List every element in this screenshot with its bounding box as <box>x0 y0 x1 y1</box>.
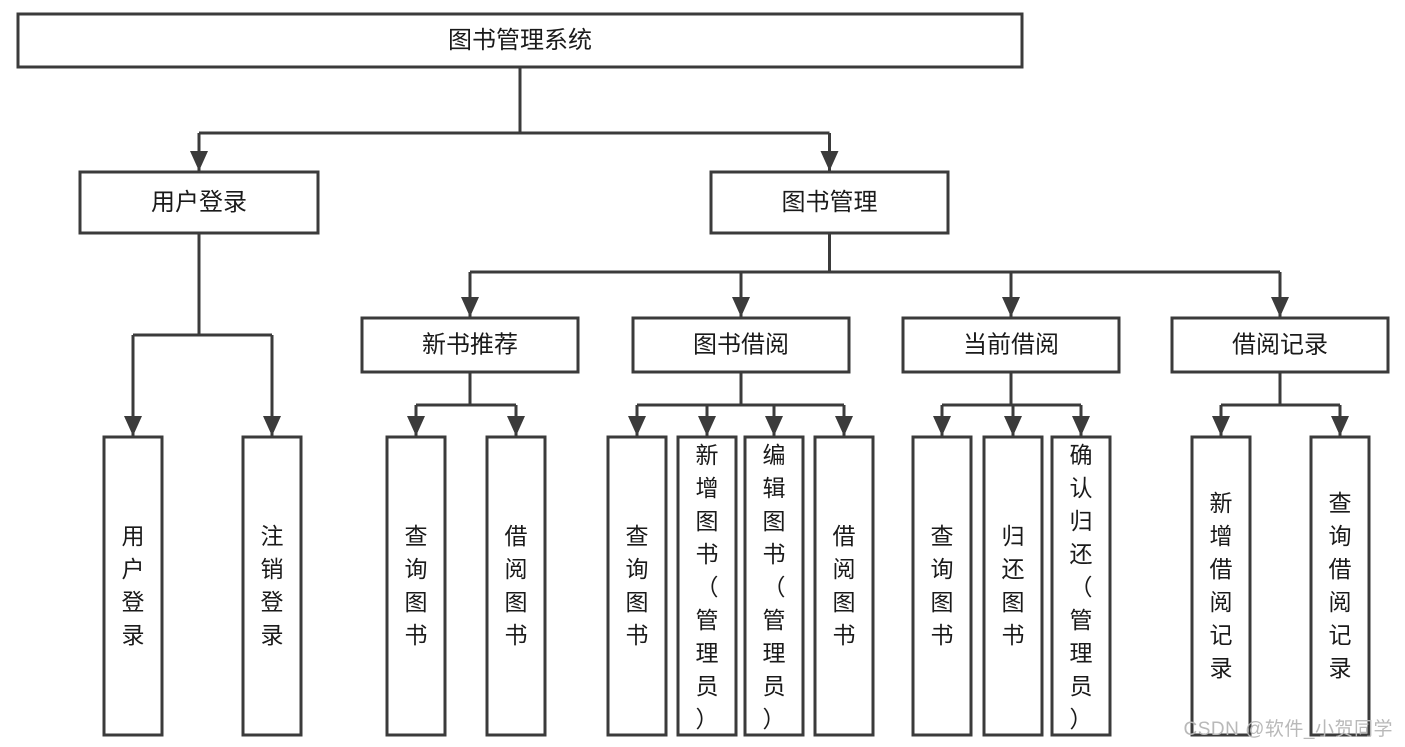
node-leaf-add-book-admin[interactable]: 新增图书（管理员） <box>676 435 738 737</box>
node-label: 查询借阅记录 <box>1329 490 1352 681</box>
node-box <box>1309 435 1371 737</box>
node-label: 借阅图书 <box>833 523 856 648</box>
node-box <box>982 435 1044 737</box>
node-box <box>1170 316 1390 374</box>
arrow-head-icon <box>124 416 142 436</box>
arrow-head-icon <box>407 416 425 436</box>
arrow-head-icon <box>732 297 750 317</box>
node-box <box>631 316 851 374</box>
node-leaf-confirm-return-admin[interactable]: 确认归还（管理员） <box>1050 435 1112 737</box>
node-label: 图书管理 <box>782 189 878 216</box>
node-label: 借阅图书 <box>505 523 528 648</box>
node-label: 图书借阅 <box>693 331 789 358</box>
node-leaf-return-book[interactable]: 归还图书 <box>982 435 1044 737</box>
node-label: 确认归还（管理员） <box>1070 442 1093 732</box>
node-leaf-query-book-borrow[interactable]: 查询图书 <box>606 435 668 737</box>
arrow-head-icon <box>507 416 525 436</box>
node-leaf-query-book-current[interactable]: 查询图书 <box>911 435 973 737</box>
node-box <box>1050 435 1112 737</box>
arrow-head-icon <box>835 416 853 436</box>
node-label: 编辑图书（管理员） <box>763 442 786 732</box>
node-layer: 图书管理系统用户登录图书管理新书推荐图书借阅当前借阅借阅记录用户登录注销登录查询… <box>16 12 1390 737</box>
node-label: 归还图书 <box>1002 523 1025 648</box>
node-box <box>606 435 668 737</box>
arrow-head-icon <box>820 151 839 171</box>
arrow-head-icon <box>1271 297 1289 317</box>
node-user-login[interactable]: 用户登录 <box>78 170 320 235</box>
arrow-head-icon <box>1004 416 1022 436</box>
arrow-head-icon <box>190 151 208 171</box>
node-box <box>743 435 805 737</box>
node-label: 新书推荐 <box>422 331 518 358</box>
node-box <box>676 435 738 737</box>
node-label: 用户登录 <box>151 189 247 216</box>
arrow-head-icon <box>628 416 646 436</box>
arrow-head-icon <box>1212 416 1230 436</box>
node-label: 图书管理系统 <box>448 27 592 54</box>
node-leaf-borrow-book[interactable]: 借阅图书 <box>813 435 875 737</box>
node-box <box>1190 435 1252 737</box>
node-leaf-user-login[interactable]: 用户登录 <box>102 435 164 737</box>
node-label: 新增图书（管理员） <box>696 442 719 732</box>
node-label: 新增借阅记录 <box>1210 490 1233 681</box>
node-box <box>241 435 303 737</box>
node-box <box>709 170 950 235</box>
node-root[interactable]: 图书管理系统 <box>16 12 1024 69</box>
arrow-head-icon <box>461 297 479 317</box>
node-current-borrow[interactable]: 当前借阅 <box>901 316 1121 374</box>
node-box <box>78 170 320 235</box>
arrow-head-icon <box>1002 297 1020 317</box>
node-book-management[interactable]: 图书管理 <box>709 170 950 235</box>
node-borrow-records[interactable]: 借阅记录 <box>1170 316 1390 374</box>
node-book-borrow[interactable]: 图书借阅 <box>631 316 851 374</box>
node-new-book-recommend[interactable]: 新书推荐 <box>360 316 580 374</box>
node-box <box>102 435 164 737</box>
node-box <box>485 435 547 737</box>
node-box <box>385 435 447 737</box>
node-label: 当前借阅 <box>963 331 1059 358</box>
arrow-head-icon <box>1331 416 1349 436</box>
node-label: 借阅记录 <box>1232 331 1328 358</box>
node-box <box>901 316 1121 374</box>
node-leaf-query-borrow-record[interactable]: 查询借阅记录 <box>1309 435 1371 737</box>
arrow-head-icon <box>933 416 951 436</box>
node-label: 查询图书 <box>931 523 954 648</box>
arrow-head-icon <box>263 416 281 436</box>
node-label: 用户登录 <box>122 523 145 648</box>
node-leaf-logout[interactable]: 注销登录 <box>241 435 303 737</box>
node-leaf-edit-book-admin[interactable]: 编辑图书（管理员） <box>743 435 805 737</box>
arrow-head-icon <box>765 416 783 436</box>
node-box <box>911 435 973 737</box>
connector-layer <box>124 67 1349 436</box>
node-leaf-add-borrow-record[interactable]: 新增借阅记录 <box>1190 435 1252 737</box>
arrow-head-icon <box>698 416 716 436</box>
node-box <box>813 435 875 737</box>
node-leaf-query-book-recommend[interactable]: 查询图书 <box>385 435 447 737</box>
node-label: 查询图书 <box>626 523 649 648</box>
node-label: 查询图书 <box>405 523 428 648</box>
node-label: 注销登录 <box>261 523 284 648</box>
node-box <box>16 12 1024 69</box>
csdn-watermark: CSDN @软件_小贺同学 <box>1183 719 1393 740</box>
node-box <box>360 316 580 374</box>
node-leaf-borrow-book-recommend[interactable]: 借阅图书 <box>485 435 547 737</box>
arrow-head-icon <box>1072 416 1090 436</box>
